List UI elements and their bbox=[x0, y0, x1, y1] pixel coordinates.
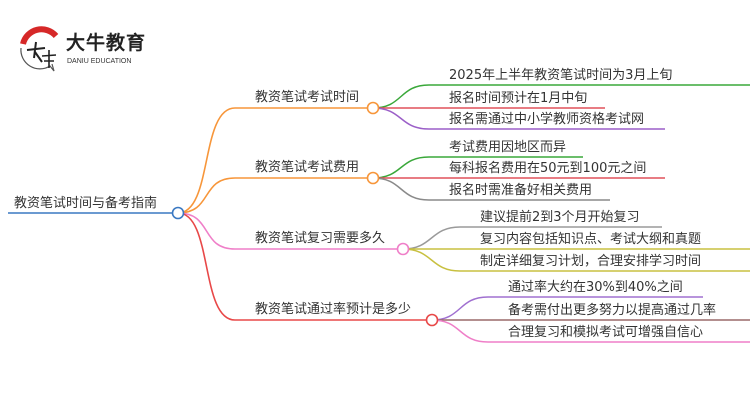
leaf-node[interactable]: 2025年上半年教资笔试时间为3月上旬 bbox=[449, 68, 673, 83]
leaf-connector bbox=[402, 226, 662, 250]
branch-connector bbox=[177, 107, 373, 214]
leaf-node[interactable]: 复习内容包括知识点、考试大纲和真题 bbox=[480, 232, 702, 247]
leaf-node[interactable]: 合理复习和模拟考试可增强自信心 bbox=[508, 325, 704, 340]
root-node[interactable]: 教资笔试时间与备考指南 bbox=[14, 196, 158, 211]
root-toggle-icon bbox=[171, 206, 185, 220]
branch-connector bbox=[177, 212, 403, 250]
branch-toggle-icon bbox=[366, 101, 380, 115]
branch-toggle-icon bbox=[425, 313, 439, 327]
leaf-connector bbox=[372, 107, 665, 130]
leaf-node[interactable]: 报名时间预计在1月中旬 bbox=[449, 91, 588, 106]
branch-connector bbox=[177, 177, 373, 214]
leaf-node[interactable]: 建议提前2到3个月开始复习 bbox=[480, 210, 640, 225]
branch-toggle-icon bbox=[366, 171, 380, 185]
branch-node[interactable]: 教资笔试考试时间 bbox=[255, 90, 360, 105]
logo-subtext: DANIU EDUCATION bbox=[67, 58, 132, 65]
leaf-node[interactable]: 考试费用因地区而异 bbox=[449, 140, 567, 155]
leaf-node[interactable]: 制定详细复习计划，合理安排学习时间 bbox=[480, 254, 702, 269]
leaf-connector bbox=[372, 177, 610, 201]
leaf-node[interactable]: 备考需付出更多努力以提高通过几率 bbox=[508, 303, 717, 318]
leaf-connector bbox=[431, 319, 750, 343]
leaf-connector bbox=[372, 84, 750, 109]
branch-toggle-icon bbox=[396, 242, 410, 256]
branch-node[interactable]: 教资笔试通过率预计是多少 bbox=[255, 302, 412, 317]
logo-mark-icon bbox=[20, 26, 59, 72]
leaf-node[interactable]: 报名时需准备好相关费用 bbox=[449, 183, 593, 198]
leaf-connector bbox=[431, 296, 703, 321]
branch-connector bbox=[177, 212, 432, 321]
leaf-node[interactable]: 通过率大约在30%到40%之间 bbox=[508, 280, 683, 295]
leaf-node[interactable]: 报名需通过中小学教师资格考试网 bbox=[449, 112, 645, 127]
leaf-node[interactable]: 每科报名费用在50元到100元之间 bbox=[449, 161, 647, 176]
leaf-connector bbox=[372, 156, 583, 179]
leaf-connector bbox=[402, 248, 750, 272]
branch-node[interactable]: 教资笔试复习需要多久 bbox=[255, 231, 386, 246]
branch-node[interactable]: 教资笔试考试费用 bbox=[255, 160, 360, 175]
logo-text: 大牛教育 bbox=[66, 32, 147, 54]
